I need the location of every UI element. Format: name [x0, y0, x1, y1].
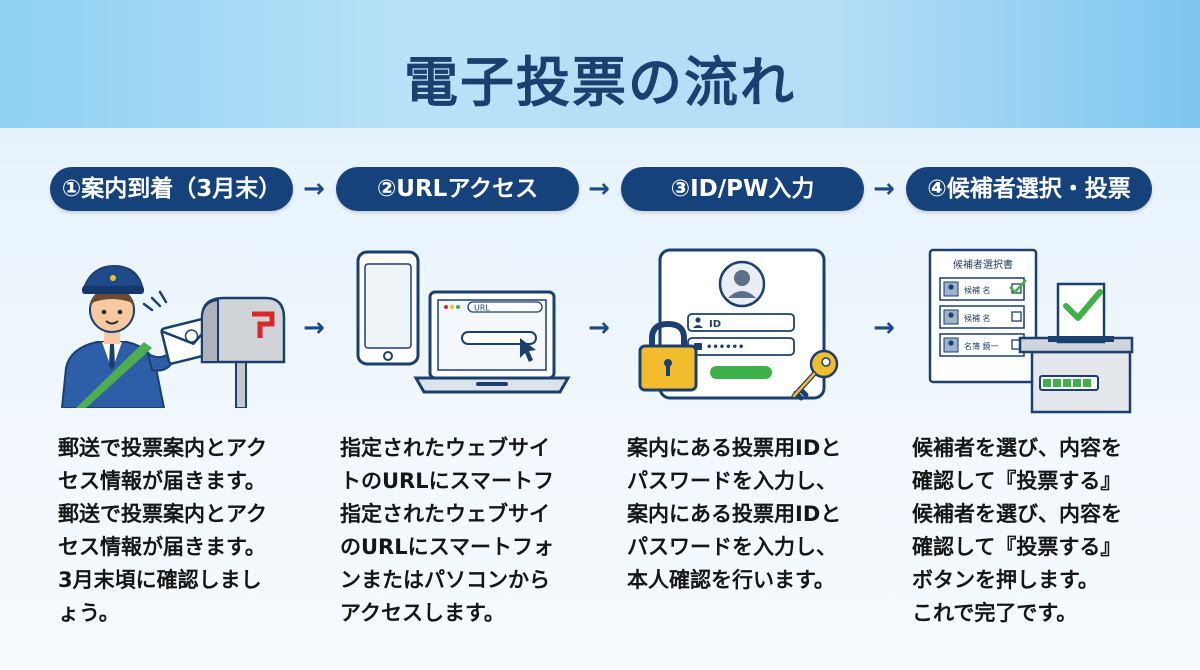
- login-illustration: ID ••••••: [638, 248, 839, 401]
- step-1-description: 郵送で投票案内とアク セス情報が届きます。 郵送で投票案内とアク セス情報が届き…: [58, 436, 267, 625]
- ballot-illustration: 候補者選択書 候補 名 候補 名 名簿 鏡一: [928, 248, 1134, 414]
- id-text: ID: [709, 319, 721, 330]
- step-2-label: ②URLアクセス: [336, 167, 579, 211]
- step-1-label: ①案内到着（3月末）: [50, 167, 293, 211]
- devices-illustration: URL: [356, 250, 571, 394]
- title-band: [0, 0, 1200, 128]
- step-4-label: ④候補者選択・投票: [906, 167, 1152, 211]
- mail-carrier-illustration: [60, 264, 286, 408]
- illus-arrow-3-icon: →: [873, 313, 895, 343]
- illus-arrow-2-icon: →: [588, 313, 610, 343]
- step-3-label: ③ID/PW入力: [621, 167, 864, 211]
- content-background: [0, 128, 1200, 670]
- pill-arrow-3-icon: →: [873, 174, 895, 204]
- step-2-description: 指定されたウェブサイ トのURLにスマートフ 指定されたウェブサイ のURLにス…: [340, 436, 554, 625]
- password-text: ••••••: [706, 342, 744, 353]
- page-title: 電子投票の流れ: [404, 51, 796, 114]
- ballot-row-1: 候補 名: [964, 285, 991, 295]
- step-4-description: 候補者を選び、内容を 確認して『投票する』 候補者を選び、内容を 確認して『投票…: [912, 436, 1122, 625]
- ballot-title: 候補者選択書: [953, 258, 1013, 271]
- pill-arrow-2-icon: →: [588, 174, 610, 204]
- pill-arrow-1-icon: →: [303, 174, 325, 204]
- ballot-row-3: 名簿 鏡一: [964, 341, 999, 351]
- ballot-row-2: 候補 名: [964, 313, 991, 323]
- illus-arrow-1-icon: →: [303, 313, 325, 343]
- url-text: URL: [474, 304, 490, 313]
- step-3-description: 案内にある投票用IDと パスワードを入力し、 案内にある投票用IDと パスワード…: [627, 436, 842, 592]
